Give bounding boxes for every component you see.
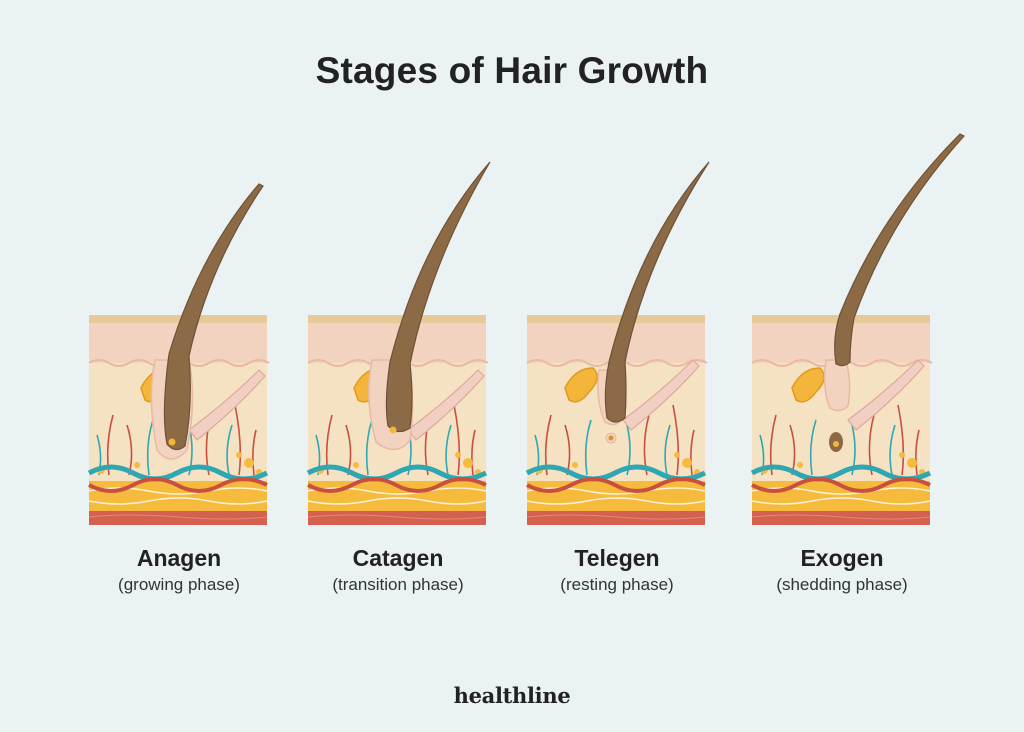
stage-description: (transition phase) bbox=[332, 575, 464, 594]
stage-anagen: Anagen (growing phase) bbox=[89, 130, 319, 610]
hair-shaft bbox=[834, 133, 965, 367]
hair-shaft bbox=[604, 161, 710, 423]
exogen-illustration bbox=[752, 133, 965, 550]
stage-name: Anagen bbox=[136, 545, 222, 571]
telegen-illustration bbox=[527, 161, 710, 550]
stage-exogen: Exogen (shedding phase) bbox=[752, 130, 982, 610]
anagen-illustration bbox=[89, 183, 319, 550]
stage-description: (shedding phase) bbox=[776, 575, 908, 594]
stage-name: Catagen bbox=[352, 545, 444, 571]
stage-telegen: Telegen (resting phase) bbox=[527, 130, 757, 610]
stage-description: (resting phase) bbox=[560, 575, 674, 594]
catagen-illustration bbox=[308, 161, 491, 550]
sebaceous-gland bbox=[564, 367, 598, 403]
stage-catagen: Catagen (transition phase) bbox=[308, 130, 538, 610]
stage-name: Telegen bbox=[574, 545, 660, 571]
sebaceous-gland bbox=[791, 367, 825, 403]
brand-logo: healthline bbox=[453, 683, 571, 708]
stage-name: Exogen bbox=[800, 545, 884, 571]
hair-shaft bbox=[163, 183, 264, 451]
stage-description: (growing phase) bbox=[118, 575, 240, 594]
hair-shaft bbox=[385, 161, 491, 433]
diagram-title: Stages of Hair Growth bbox=[315, 50, 709, 91]
